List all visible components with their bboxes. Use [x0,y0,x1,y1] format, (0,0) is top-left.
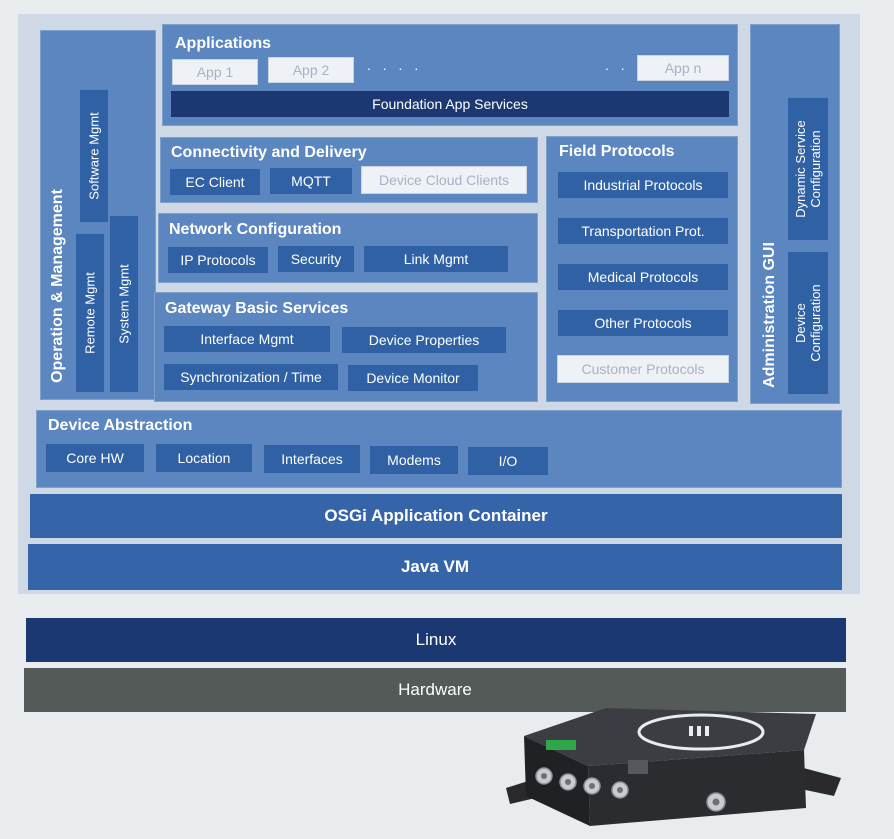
interfaces-box: Interfaces [263,444,361,474]
dynamic-service-line1: Dynamic Service [793,120,808,218]
java-vm-bar: Java VM [28,544,842,590]
other-protocols-box: Other Protocols [557,309,729,337]
device-monitor-box: Device Monitor [347,364,479,392]
operation-management-panel: Operation & Management Software Mgmt Rem… [40,30,156,400]
io-box: I/O [467,446,549,476]
remote-mgmt-box: Remote Mgmt [75,233,105,393]
industrial-protocols-box: Industrial Protocols [557,171,729,199]
ip-protocols-box: IP Protocols [167,246,269,274]
field-protocols-title: Field Protocols [559,143,675,160]
modems-box: Modems [369,445,459,475]
device-configuration-line1: Device [793,303,808,343]
synchronization-time-box: Synchronization / Time [163,363,339,391]
gateway-basic-services-panel: Gateway Basic Services Interface Mgmt De… [154,292,538,402]
administration-gui-panel: Administration GUI Dynamic Service Confi… [750,24,840,404]
osgi-container-bar: OSGi Application Container [30,494,842,538]
field-protocols-panel: Field Protocols Industrial Protocols Tra… [546,136,738,402]
device-properties-box: Device Properties [341,326,507,354]
administration-gui-title: Administration GUI [761,242,778,388]
network-configuration-panel: Network Configuration IP Protocols Secur… [158,213,538,283]
dynamic-service-configuration-box: Dynamic Service Configuration [787,97,829,241]
device-cloud-clients-box: Device Cloud Clients [361,166,527,194]
location-box: Location [155,443,253,473]
device-logo-ring [637,713,765,751]
software-mgmt-label: Software Mgmt [86,112,102,200]
device-abstraction-title: Device Abstraction [48,417,193,434]
apps-ellipsis-2: . . . [605,57,645,73]
dynamic-service-line2: Configuration [808,130,823,208]
remote-mgmt-label: Remote Mgmt [82,272,98,354]
software-mgmt-box: Software Mgmt [79,89,109,223]
app-2-box: App 2 [268,57,354,83]
network-configuration-title: Network Configuration [169,221,342,238]
security-box: Security [277,245,355,273]
device-configuration-line2: Configuration [808,284,823,362]
core-hw-box: Core HW [45,443,145,473]
app-1-box: App 1 [172,59,258,85]
applications-panel: Applications App 1 App 2 . . . . . . . A… [162,24,738,126]
apps-ellipsis: . . . . [367,57,423,73]
device-configuration-box: Device Configuration [787,251,829,395]
ec-client-box: EC Client [169,168,261,196]
system-mgmt-label: System Mgmt [116,264,132,344]
hardware-bar: Hardware [24,668,846,712]
connectivity-panel: Connectivity and Delivery EC Client MQTT… [160,137,538,203]
customer-protocols-box: Customer Protocols [557,355,729,383]
transportation-protocols-box: Transportation Prot. [557,217,729,245]
link-mgmt-box: Link Mgmt [363,245,509,273]
applications-title: Applications [175,35,272,52]
operation-management-title: Operation & Management [49,189,66,383]
interface-mgmt-box: Interface Mgmt [163,325,331,353]
gateway-basic-services-title: Gateway Basic Services [165,300,349,317]
device-configuration-label: Device Configuration [793,284,823,361]
linux-bar: Linux [26,618,846,662]
device-connectors [535,767,726,812]
app-n-box: App n [637,55,729,81]
foundation-app-services-bar: Foundation App Services [171,91,729,117]
medical-protocols-box: Medical Protocols [557,263,729,291]
mqtt-box: MQTT [269,167,353,195]
gateway-device-image [506,708,841,826]
dynamic-service-configuration-label: Dynamic Service Configuration [793,120,823,218]
connectivity-title: Connectivity and Delivery [171,144,367,161]
device-abstraction-panel: Device Abstraction Core HW Location Inte… [36,410,842,488]
system-mgmt-box: System Mgmt [109,215,139,393]
